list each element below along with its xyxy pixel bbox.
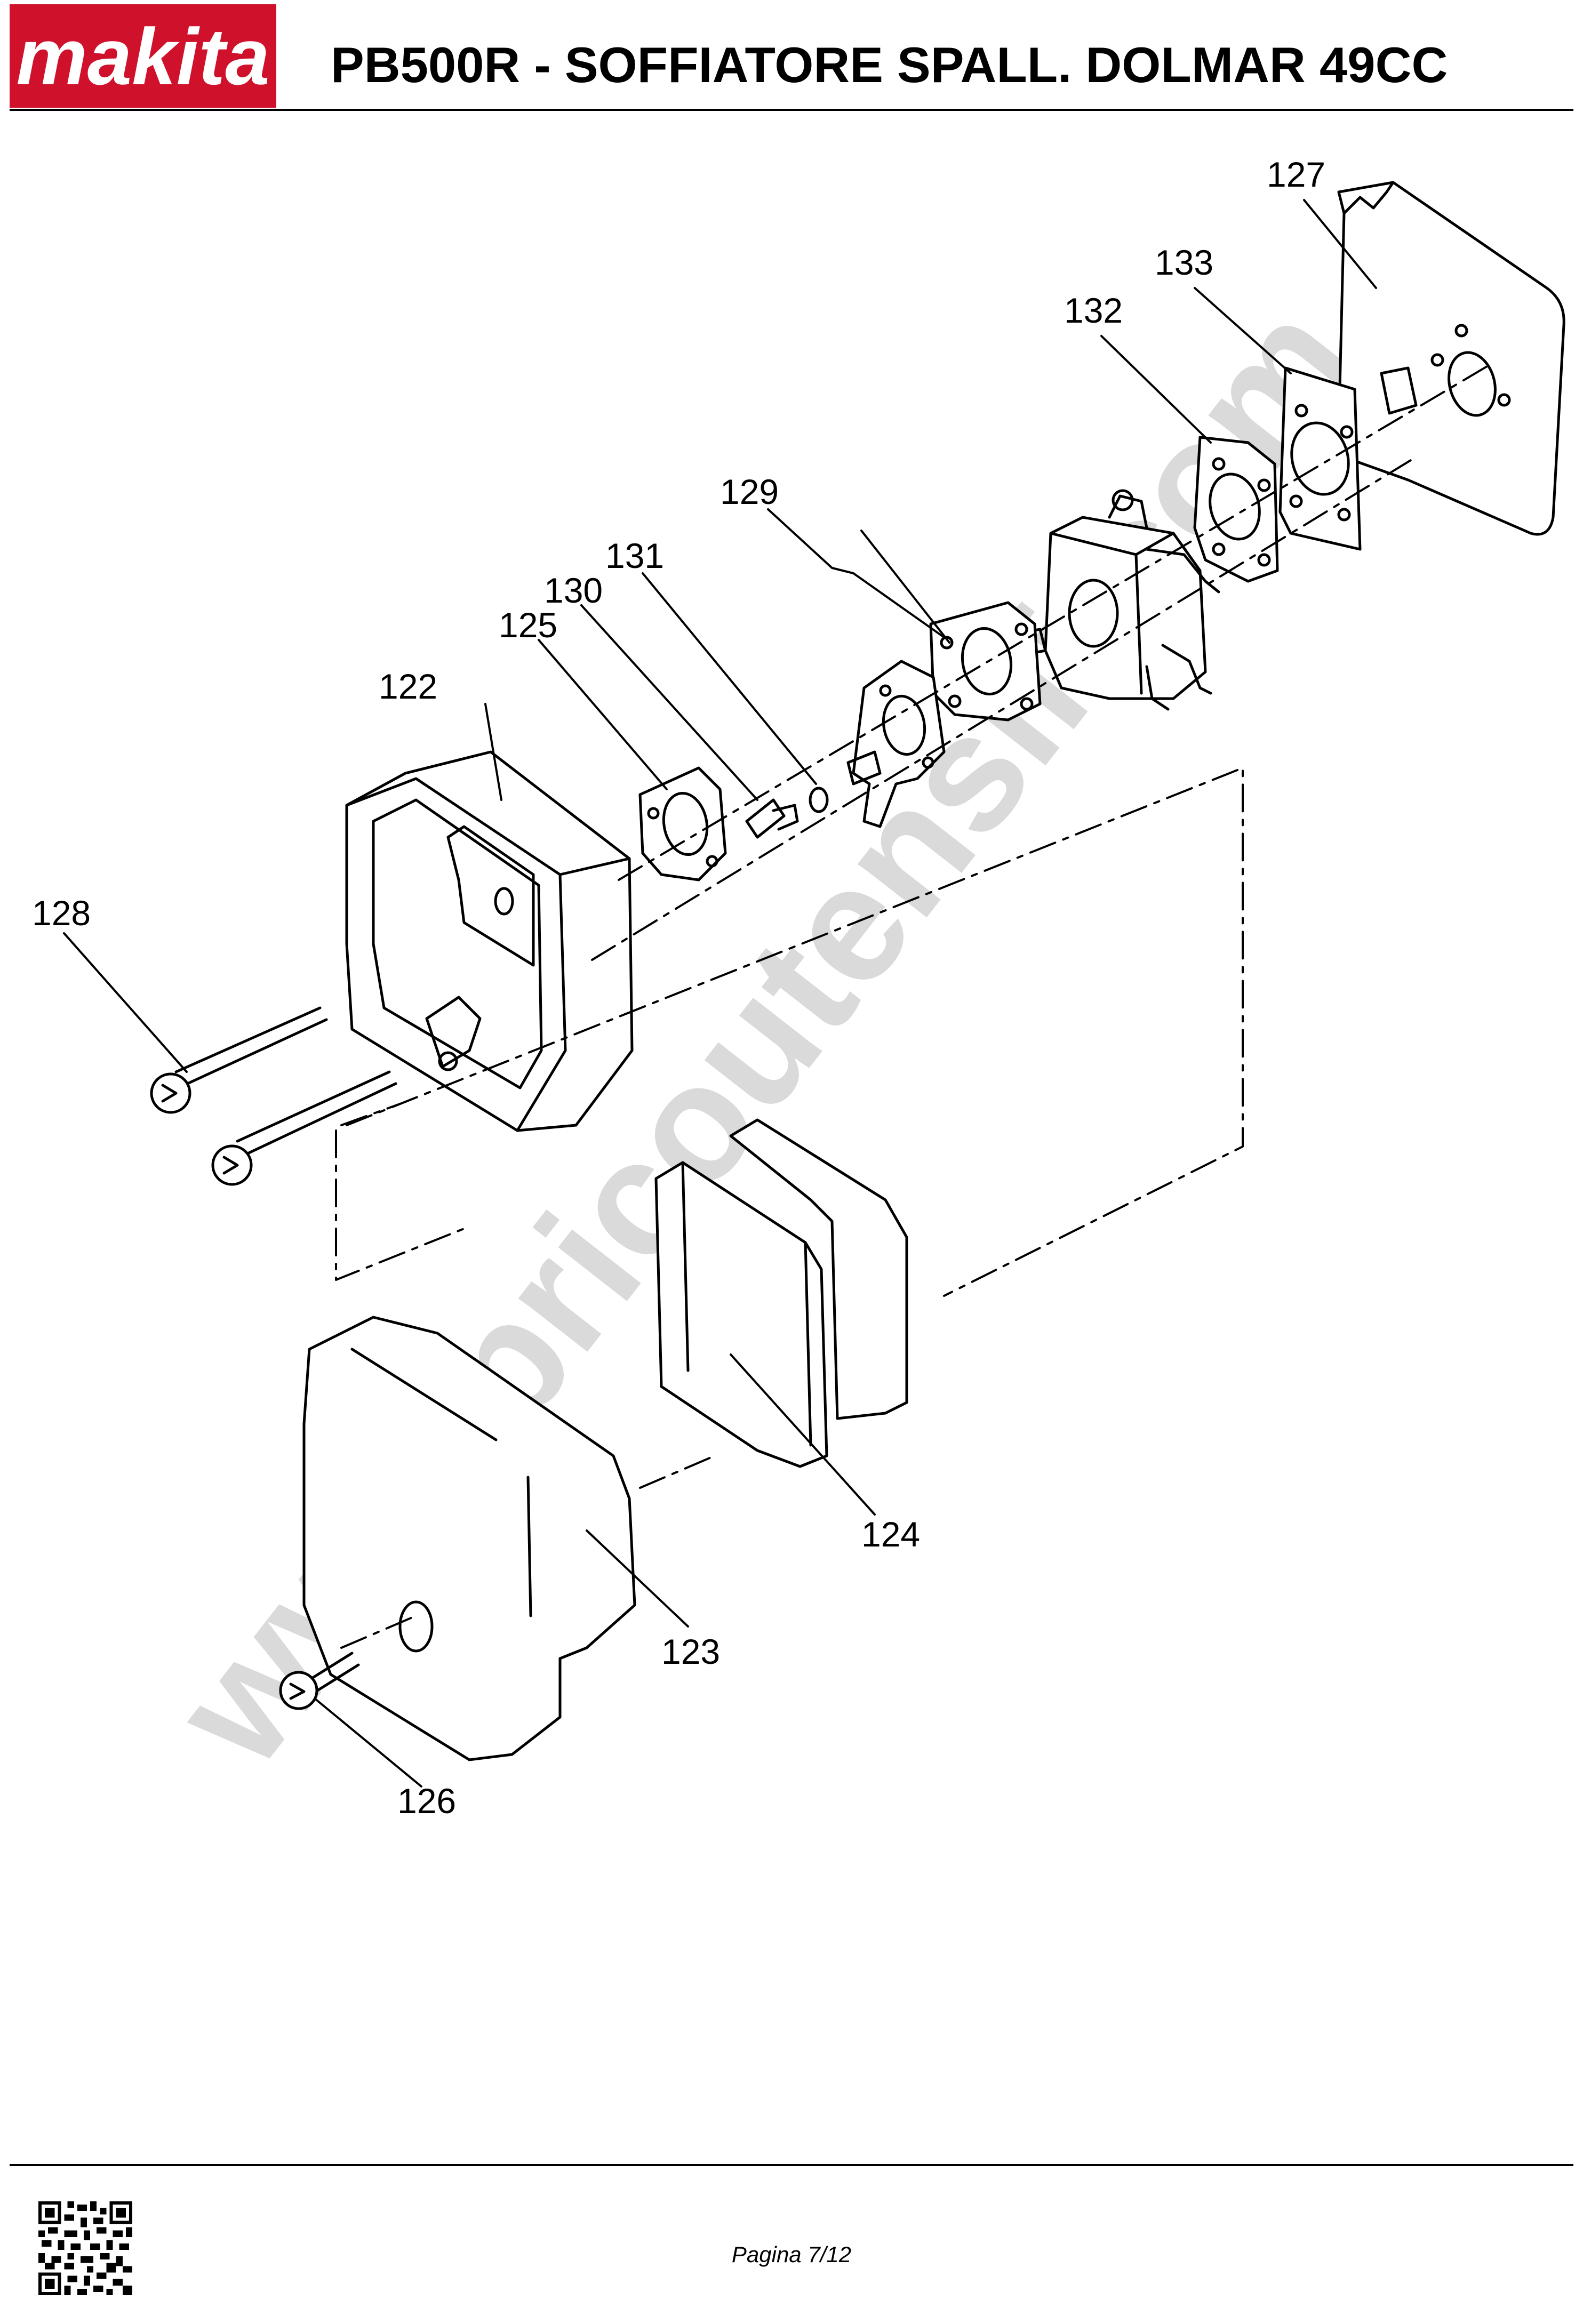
callout-125: 125 bbox=[499, 605, 557, 645]
part-124 bbox=[654, 1118, 908, 1468]
part-133 bbox=[1278, 366, 1362, 551]
callout-127: 127 bbox=[1267, 155, 1325, 194]
callout-122: 122 bbox=[379, 667, 437, 706]
callout-129: 129 bbox=[720, 472, 779, 511]
makita-logo: makita bbox=[10, 4, 276, 108]
part-122 bbox=[345, 750, 634, 1132]
page-header: makita PB500R - SOFFIATORE SPALL. DOLMAR… bbox=[0, 0, 1583, 112]
callout-130: 130 bbox=[544, 571, 603, 610]
callout-133: 133 bbox=[1155, 243, 1213, 282]
leader-129b bbox=[860, 530, 950, 644]
page-title: PB500R - SOFFIATORE SPALL. DOLMAR 49CC bbox=[331, 37, 1448, 93]
assembly-center-lines bbox=[335, 362, 1494, 1649]
leader-lines bbox=[63, 199, 1377, 1788]
page-number: Pagina 7/12 bbox=[731, 2242, 852, 2267]
leader-131 bbox=[642, 572, 817, 785]
callout-labels: 127 133 132 129 131 130 125 122 128 124 … bbox=[32, 155, 1325, 1821]
part-130-131 bbox=[745, 787, 829, 839]
exploded-parts-diagram: www.bricoutensili.com bbox=[32, 155, 1565, 1821]
part-123 bbox=[302, 1316, 636, 1761]
part-125 bbox=[638, 766, 727, 881]
leader-122 bbox=[484, 703, 502, 801]
callout-128: 128 bbox=[32, 893, 91, 933]
leader-133 bbox=[1194, 287, 1292, 374]
part-132 bbox=[1193, 436, 1279, 583]
leader-130 bbox=[580, 604, 758, 801]
leader-125 bbox=[538, 639, 668, 790]
leader-127 bbox=[1303, 199, 1377, 289]
callout-124: 124 bbox=[861, 1514, 920, 1554]
leader-132 bbox=[1100, 335, 1212, 444]
callout-132: 132 bbox=[1064, 291, 1123, 330]
part-129 bbox=[846, 601, 1042, 828]
carburetor bbox=[1012, 489, 1220, 711]
part-127 bbox=[1332, 181, 1565, 536]
callout-123: 123 bbox=[661, 1632, 720, 1671]
leader-126 bbox=[314, 1697, 422, 1788]
logo-wordmark: makita bbox=[16, 12, 269, 101]
callout-126: 126 bbox=[397, 1781, 456, 1821]
leader-123 bbox=[586, 1529, 689, 1628]
part-128 bbox=[150, 1006, 397, 1186]
footer-divider bbox=[10, 2164, 1573, 2166]
part-126 bbox=[279, 1652, 360, 1710]
qr-code-icon bbox=[38, 2201, 132, 2295]
callout-131: 131 bbox=[605, 536, 664, 575]
leader-128 bbox=[63, 932, 188, 1073]
leader-129 bbox=[767, 508, 945, 638]
header-divider bbox=[10, 109, 1573, 111]
leader-124 bbox=[730, 1353, 876, 1516]
